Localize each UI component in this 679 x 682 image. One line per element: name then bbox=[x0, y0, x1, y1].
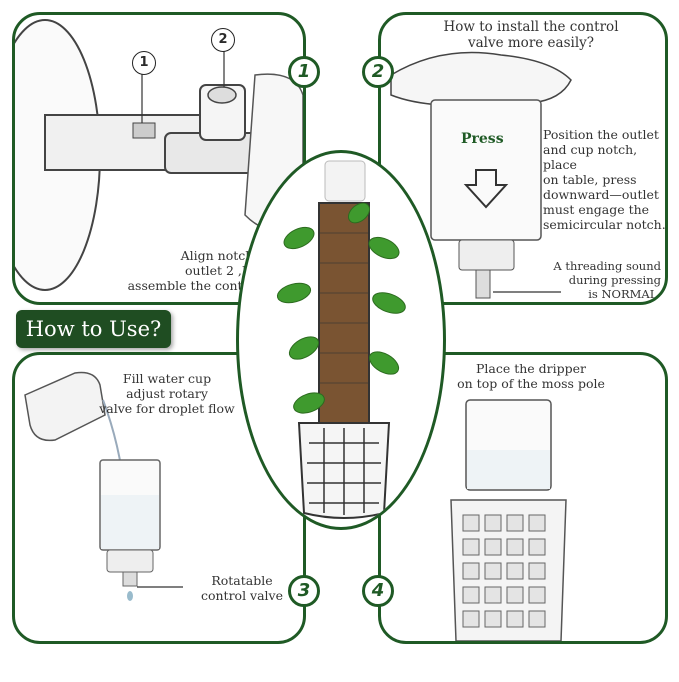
step-2-note: A threading sound during pressing is NOR… bbox=[553, 259, 661, 301]
step-4-badge: 4 bbox=[362, 575, 394, 607]
step-2-body: Position the outlet and cup notch, place… bbox=[543, 127, 666, 232]
valve-label: Rotatable control valve bbox=[200, 573, 284, 603]
step-4-panel: Place the dripper on top of the moss pol… bbox=[378, 352, 668, 644]
label-outlet-2: 2 bbox=[211, 28, 235, 52]
label-notch-1: 1 bbox=[132, 51, 156, 75]
step-2-badge: 2 bbox=[362, 56, 394, 88]
moss-pole-plant-image bbox=[236, 150, 446, 530]
step-2-title: How to install the control valve more ea… bbox=[443, 19, 619, 51]
step-4-caption: Place the dripper on top of the moss pol… bbox=[457, 361, 605, 391]
step-1-badge: 1 bbox=[288, 56, 320, 88]
press-label: Press bbox=[461, 131, 504, 147]
step-3-caption: Fill water cup adjust rotary valve for d… bbox=[99, 371, 235, 416]
step-3-badge: 3 bbox=[288, 575, 320, 607]
dripper-on-pole-illustration bbox=[450, 399, 567, 641]
fill-water-illustration bbox=[24, 371, 183, 601]
how-to-use-banner: How to Use? bbox=[16, 310, 171, 348]
press-illustration bbox=[390, 51, 572, 299]
plant-illustration bbox=[276, 160, 406, 519]
